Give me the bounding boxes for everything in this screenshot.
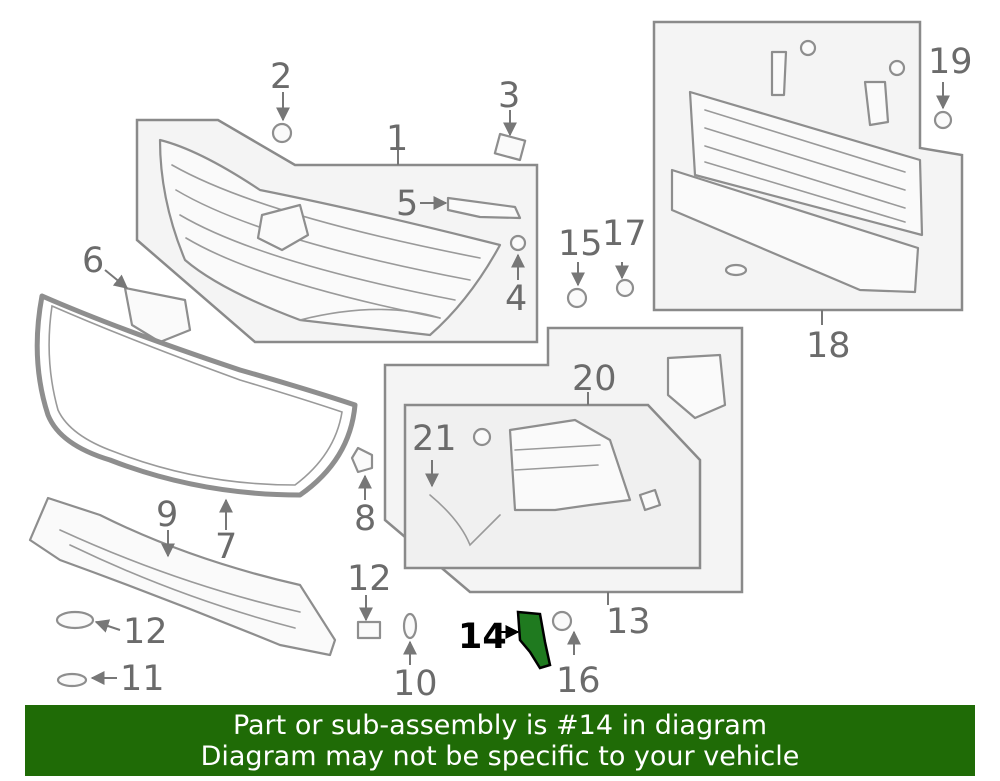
callout-18: 18 (806, 326, 851, 366)
callout-19: 19 (928, 42, 973, 82)
callout-15: 15 (558, 224, 603, 264)
banner-line-1: Part or sub-assembly is #14 in diagram (232, 710, 768, 741)
callout-3: 3 (498, 76, 520, 116)
callout-16: 16 (556, 661, 601, 701)
lower-grille (28, 496, 337, 657)
callout-labels: 2 3 1 5 4 6 7 8 9 10 11 12 12 13 14 15 1… (82, 42, 973, 704)
callout-1: 1 (386, 119, 408, 159)
callout-9: 9 (156, 495, 178, 535)
leader-lines (90, 82, 950, 685)
fasteners (55, 39, 953, 688)
callout-13: 13 (606, 602, 651, 642)
callout-5: 5 (396, 184, 418, 224)
callout-8: 8 (354, 499, 376, 539)
callout-17: 17 (602, 214, 647, 254)
callout-12-left: 12 (123, 612, 168, 652)
callout-21: 21 (412, 419, 457, 459)
callout-6: 6 (82, 241, 104, 281)
part-14-highlighted (516, 610, 552, 670)
banner-line-2: Diagram may not be specific to your vehi… (200, 741, 800, 772)
info-banner: Part or sub-assembly is #14 in diagram D… (25, 705, 975, 776)
callout-20: 20 (572, 359, 617, 399)
air-shutter (670, 50, 924, 294)
callout-12-right: 12 (347, 559, 392, 599)
upper-grille (158, 138, 502, 337)
callout-2: 2 (270, 57, 292, 97)
grille-bezel (34, 293, 358, 498)
callout-11: 11 (120, 659, 165, 699)
callout-10: 10 (393, 664, 438, 704)
callout-14: 14 (458, 617, 507, 657)
emblem (123, 286, 192, 344)
callout-7: 7 (215, 527, 237, 567)
callout-4: 4 (505, 279, 527, 319)
mounting-bracket (429, 353, 727, 547)
